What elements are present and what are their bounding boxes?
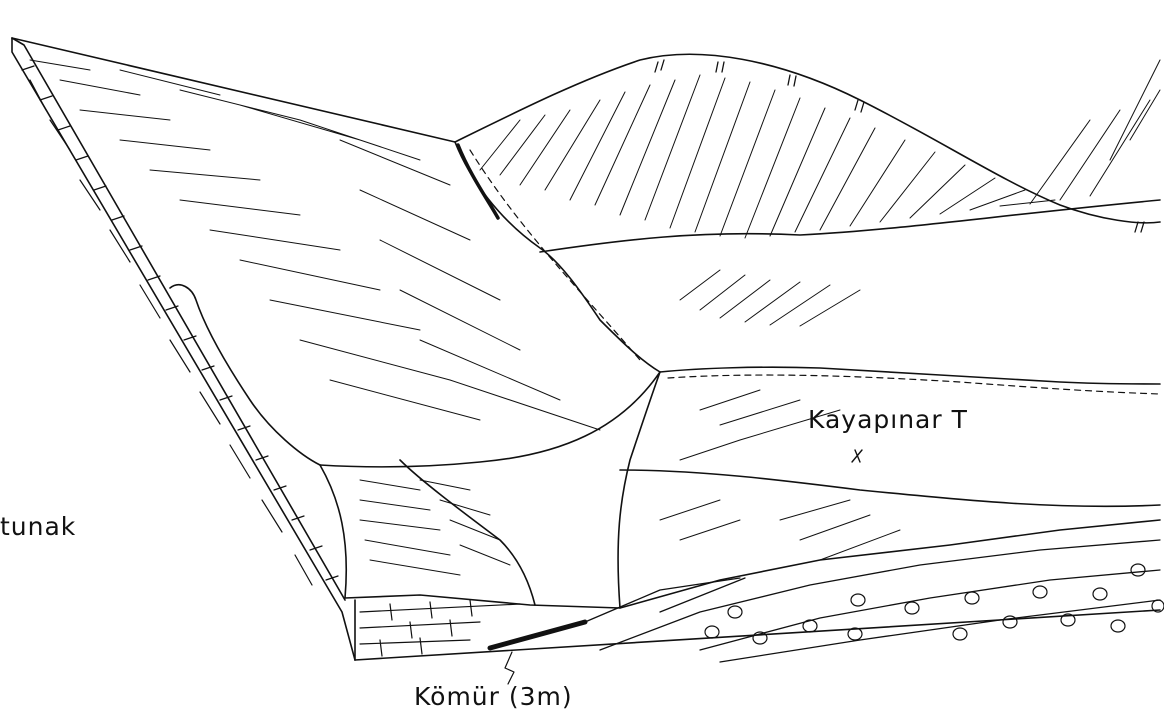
hachures-lower-left [360,480,510,575]
valley-dashed [668,375,1160,394]
label-coal: Kömür (3m) [414,682,573,711]
summit-marker [852,450,862,462]
ridge-ticks [655,60,1144,232]
stream-line [458,145,498,218]
label-left-cut: tunak [0,512,76,541]
coal-leader-line [505,652,514,684]
label-kayapinar: Kayapınar T [808,405,968,434]
hachures-left-slope [30,60,600,430]
strata-front [585,540,1160,662]
block-front-top-edge [345,520,1160,608]
block-left-face-back [12,38,355,660]
block-top-left-edge [12,38,455,142]
terrain-main-lines [170,54,1160,608]
stream-dashed [470,150,640,360]
coal-seam [490,622,585,648]
hachures-upper-right [480,60,1160,238]
